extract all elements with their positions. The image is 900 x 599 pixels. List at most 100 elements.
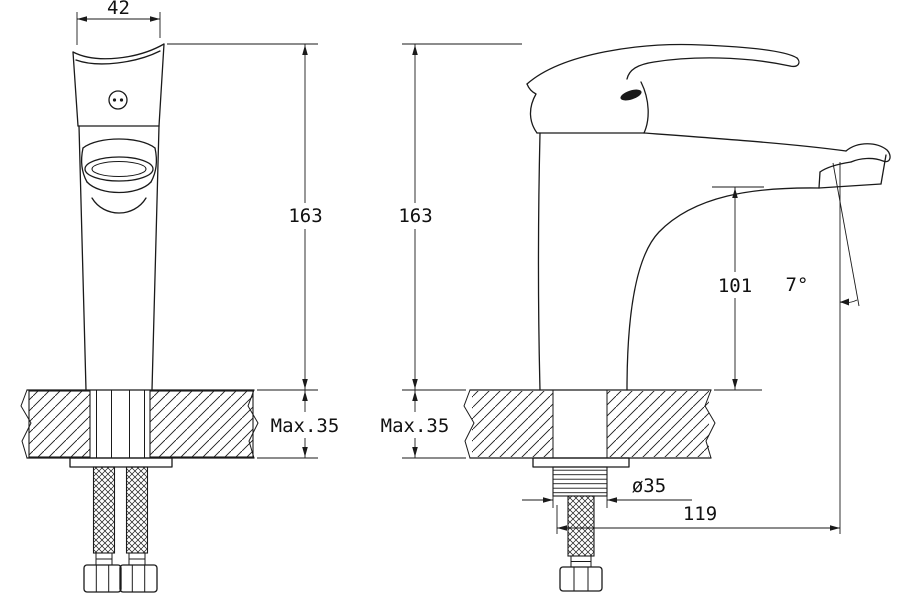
- cartridge-left-edge: [526, 83, 538, 134]
- spout-underside-edge: [626, 187, 820, 391]
- head-top-inner-edge: [75, 50, 161, 65]
- dim-front-max-thickness-label: Max.35: [271, 415, 340, 437]
- counter-break-left: [463, 389, 475, 459]
- spout-collar-top: [82, 138, 156, 149]
- threaded-shank: [552, 466, 608, 497]
- head-right-edge: [158, 43, 165, 127]
- spout-collar-right: [150, 147, 158, 183]
- arrowhead: [302, 379, 308, 389]
- label-mask: [283, 203, 328, 229]
- mounting-flange: [532, 457, 630, 468]
- dim-spout-reach-label: 119: [683, 503, 717, 525]
- arrowhead: [830, 525, 840, 531]
- side-view: [463, 43, 891, 592]
- counter-break-right: [704, 389, 716, 459]
- dim-front-height: 163: [167, 43, 328, 391]
- dim-top-width-label: 42: [107, 0, 130, 19]
- arrowhead: [732, 379, 738, 389]
- arrowhead: [412, 447, 418, 457]
- dim-side-max-thickness-label: Max.35: [381, 415, 450, 437]
- side-counter-section: [463, 389, 716, 459]
- hose-nut: [119, 564, 158, 593]
- counter-hatch-left: [472, 391, 553, 457]
- label-mask: [711, 272, 759, 298]
- hose-braid: [92, 466, 116, 554]
- arrowhead: [412, 391, 418, 401]
- counter-break-left: [20, 389, 32, 459]
- arrowhead: [77, 16, 87, 22]
- spout-tip-crest: [845, 143, 891, 163]
- front-faucet-body: [72, 43, 165, 391]
- arrowhead: [302, 45, 308, 55]
- dim-side-height: 163: [393, 43, 522, 391]
- arrowhead: [302, 447, 308, 457]
- arrowhead: [607, 497, 617, 503]
- arrowhead: [150, 16, 160, 22]
- arrowhead: [302, 391, 308, 401]
- aerator-ellipse-outer: [84, 156, 154, 182]
- front-counter-section: [20, 389, 259, 459]
- supply-hose-right: [119, 390, 158, 593]
- supply-hose-left: [83, 390, 122, 593]
- counter-break-right: [247, 389, 259, 459]
- dim-front-height-label: 163: [288, 205, 322, 227]
- side-faucet-body: [526, 43, 891, 391]
- spout-tip-right-edge: [880, 154, 887, 185]
- aerator-left-edge: [818, 171, 821, 189]
- dim-front-max-thickness: Max.35: [257, 390, 348, 459]
- head-left-edge: [72, 51, 79, 127]
- angle-tilt-line: [832, 162, 860, 307]
- aerator-ellipse-inner: [91, 161, 147, 177]
- spout-collar-bottom: [86, 181, 152, 194]
- cartridge-right-edge: [640, 81, 649, 134]
- dim-top-width: 42: [76, 0, 161, 45]
- mounting-flange: [69, 457, 173, 468]
- arrowhead: [412, 45, 418, 55]
- hose-braid: [567, 495, 595, 557]
- body-left-edge: [78, 125, 87, 391]
- screw-dot-left: [112, 98, 117, 102]
- spout-collar-left: [80, 147, 88, 183]
- side-mounting-hardware: [532, 457, 630, 592]
- front-mounting-hardware: [69, 390, 173, 593]
- body-right-edge: [151, 125, 160, 391]
- label-mask: [372, 412, 458, 438]
- dim-shank-diameter: ø35: [522, 475, 692, 508]
- dim-shank-diameter-label: ø35: [632, 475, 666, 497]
- arrowhead: [412, 379, 418, 389]
- screw-dot-right: [119, 98, 124, 102]
- arrowhead: [732, 188, 738, 198]
- handle-screw: [108, 90, 128, 110]
- hose-nut: [559, 566, 603, 592]
- dim-spout-outlet-height: 101: [711, 186, 764, 391]
- arrowhead: [840, 298, 849, 306]
- label-mask: [393, 203, 438, 229]
- dim-spout-outlet-height-label: 101: [718, 275, 752, 297]
- label-mask: [262, 412, 348, 438]
- dimension-annotations: 42 163 Max.35 163: [76, 0, 860, 534]
- spout-top-edge: [643, 132, 847, 152]
- spout-front-edge: [819, 161, 852, 173]
- arrowhead: [543, 497, 553, 503]
- dim-side-height-label: 163: [398, 205, 432, 227]
- counter-hatch-right: [149, 390, 254, 458]
- aerator-bottom-edge: [818, 183, 882, 189]
- handle-top-edge: [526, 43, 798, 85]
- front-view: [20, 43, 259, 593]
- dim-spout-angle: 7°: [786, 162, 860, 534]
- hose-braid: [125, 466, 149, 554]
- counter-hatch-left: [28, 390, 91, 458]
- dim-spout-reach: 119: [556, 503, 840, 534]
- hose-nut: [83, 564, 122, 593]
- handle-indicator-dot: [620, 89, 642, 101]
- dim-side-max-thickness: Max.35: [372, 390, 466, 459]
- handle-underside: [626, 57, 791, 80]
- dim-spout-angle-label: 7°: [786, 274, 809, 296]
- counter-hatch-right: [607, 391, 709, 457]
- handle-tip: [789, 57, 800, 68]
- side-body-left-edge: [537, 132, 541, 391]
- body-underside-curve: [91, 197, 147, 214]
- arrowhead: [557, 525, 567, 531]
